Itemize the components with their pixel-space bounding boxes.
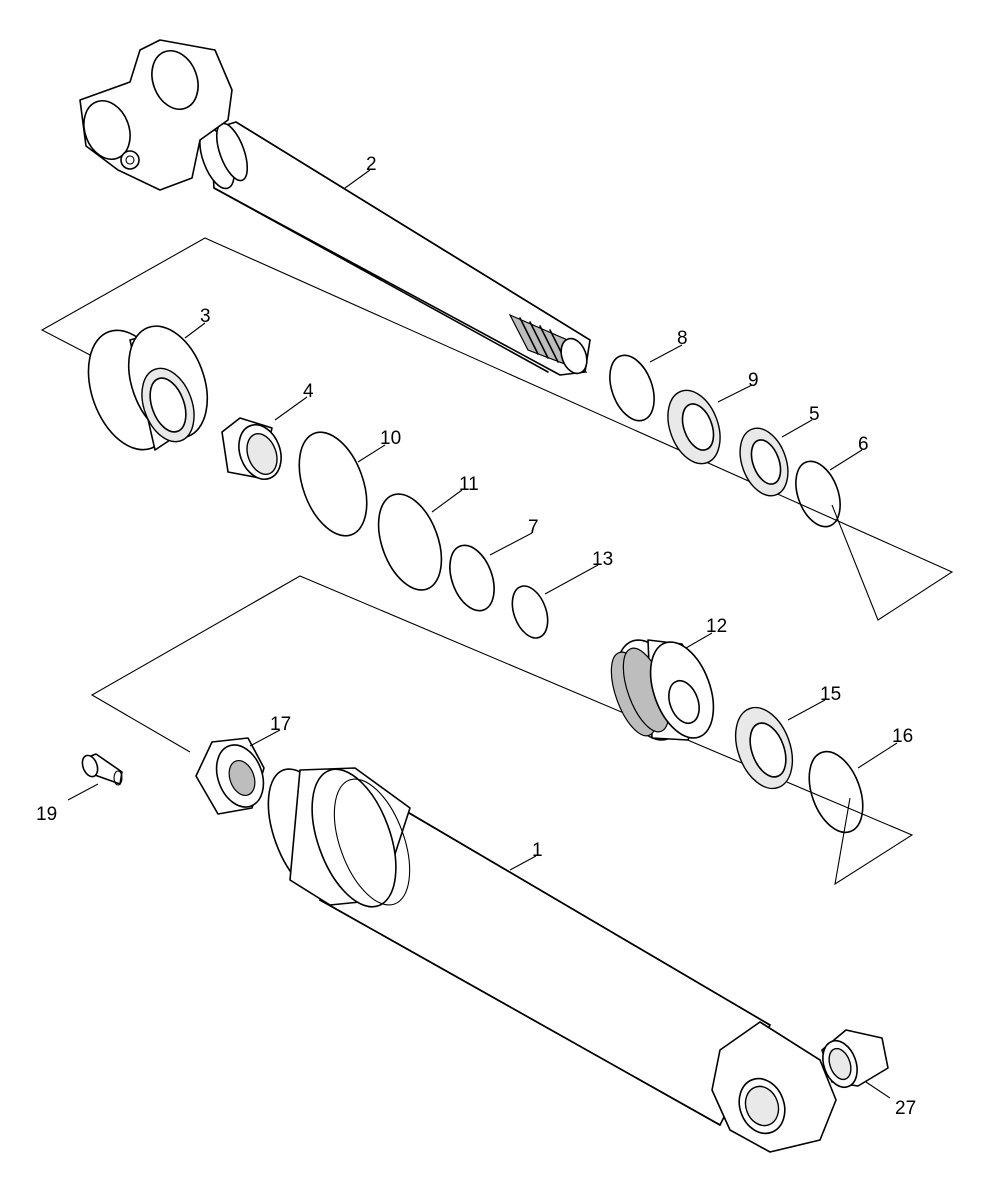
bushing-27 <box>821 1029 889 1089</box>
o-ring-7 <box>449 544 495 612</box>
ring-15 <box>734 706 794 790</box>
callout-16: 16 <box>892 726 913 747</box>
bolt <box>81 753 123 786</box>
o-ring-10 <box>298 431 368 537</box>
seal-9 <box>667 389 721 465</box>
piston-rod <box>79 39 591 376</box>
o-ring-13 <box>511 585 549 639</box>
gland-head <box>87 325 209 451</box>
callout-5: 5 <box>809 404 820 425</box>
callout-2: 2 <box>366 154 377 175</box>
callout-3: 3 <box>200 306 211 327</box>
callout-11: 11 <box>459 474 479 495</box>
cylinder-tube <box>267 767 837 1153</box>
callout-7: 7 <box>528 517 539 538</box>
ring-5 <box>739 427 789 497</box>
o-ring-16 <box>808 750 864 834</box>
callout-13: 13 <box>592 549 613 570</box>
callout-8: 8 <box>677 328 688 349</box>
callout-10: 10 <box>380 428 401 449</box>
callout-9: 9 <box>748 370 759 391</box>
o-ring-11 <box>377 493 443 591</box>
callout-17: 17 <box>270 714 291 735</box>
callout-labels: 1 2 3 4 5 6 7 8 9 10 11 12 13 15 16 17 1… <box>36 154 916 1119</box>
callout-6: 6 <box>858 434 869 455</box>
o-ring-8 <box>609 354 655 422</box>
callout-15: 15 <box>820 684 841 705</box>
piston <box>610 639 715 741</box>
callout-19: 19 <box>36 804 57 825</box>
o-ring-6 <box>795 460 841 528</box>
callout-1: 1 <box>532 840 543 861</box>
callout-4: 4 <box>303 381 314 402</box>
piston-kit-outline <box>90 575 914 886</box>
callout-27: 27 <box>895 1098 916 1119</box>
leader-lines <box>67 169 898 1099</box>
rod-kit-outline <box>40 237 954 621</box>
nut <box>195 737 265 815</box>
bushing <box>221 417 282 480</box>
callout-12: 12 <box>706 616 727 637</box>
